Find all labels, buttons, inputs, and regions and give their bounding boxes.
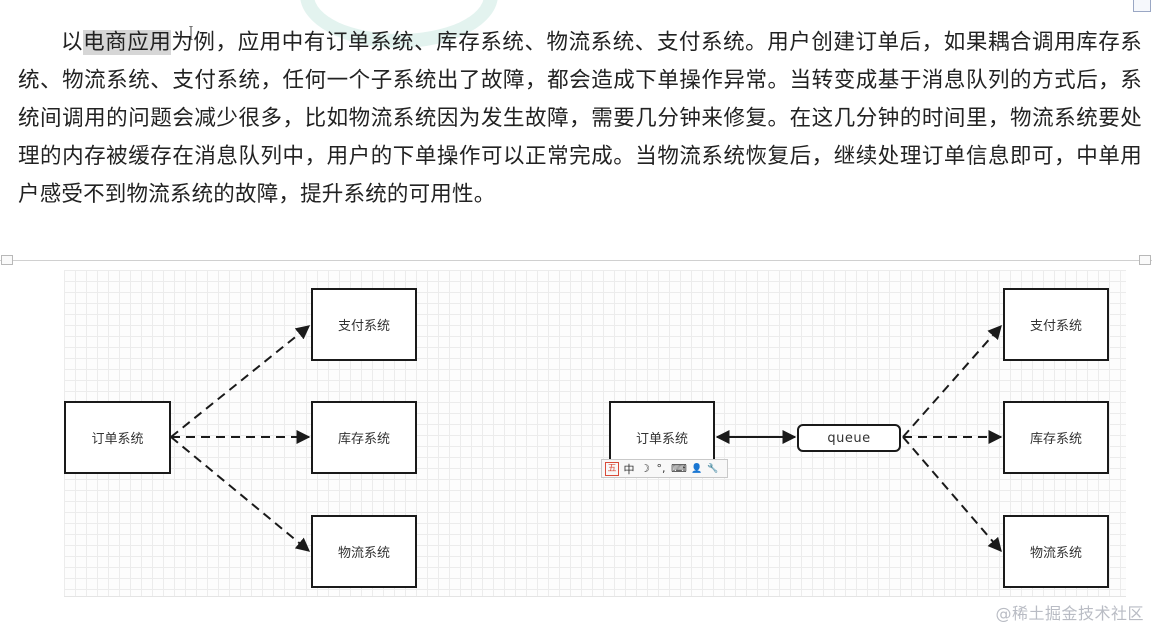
- resize-handle-left[interactable]: [1, 255, 13, 265]
- keyboard-icon[interactable]: ⌨: [671, 462, 687, 475]
- paragraph-rest: 为例，应用中有订单系统、库存系统、物流系统、支付系统。用户创建订单后，如果耦合调…: [18, 30, 1142, 207]
- watermark: @稀土掘金技术社区: [995, 604, 1144, 623]
- node-queue[interactable]: queue: [797, 424, 901, 452]
- node-right-stock-system[interactable]: 库存系统: [1003, 401, 1109, 474]
- body-paragraph: 以电商应用为例，应用中有订单系统、库存系统、物流系统、支付系统。用户创建订单后，…: [18, 24, 1142, 214]
- ime-logo-icon[interactable]: 五: [605, 461, 619, 476]
- resize-handle-right[interactable]: [1139, 255, 1151, 265]
- wrench-icon[interactable]: 🔧: [707, 463, 719, 474]
- paragraph-start: 以: [61, 30, 84, 55]
- window-corner-control[interactable]: [1133, 0, 1151, 12]
- node-right-pay-system[interactable]: 支付系统: [1003, 288, 1109, 361]
- node-left-order-system[interactable]: 订单系统: [64, 401, 171, 474]
- node-right-logistics-system[interactable]: 物流系统: [1003, 515, 1109, 588]
- section-divider: [0, 260, 1152, 261]
- ime-mode-toggle[interactable]: 中: [623, 462, 635, 476]
- diagram-canvas: [64, 270, 1126, 597]
- selected-text[interactable]: 电商应用: [83, 30, 172, 55]
- node-left-logistics-system[interactable]: 物流系统: [311, 515, 417, 588]
- node-left-stock-system[interactable]: 库存系统: [311, 401, 417, 474]
- user-icon[interactable]: 👤: [691, 463, 703, 474]
- node-left-pay-system[interactable]: 支付系统: [311, 288, 417, 361]
- ime-toolbar[interactable]: 五 中 ☽ °, ⌨ 👤 🔧: [601, 459, 728, 478]
- punctuation-icon[interactable]: °,: [656, 462, 666, 475]
- moon-icon[interactable]: ☽: [640, 462, 650, 475]
- text-cursor-icon: [189, 26, 193, 40]
